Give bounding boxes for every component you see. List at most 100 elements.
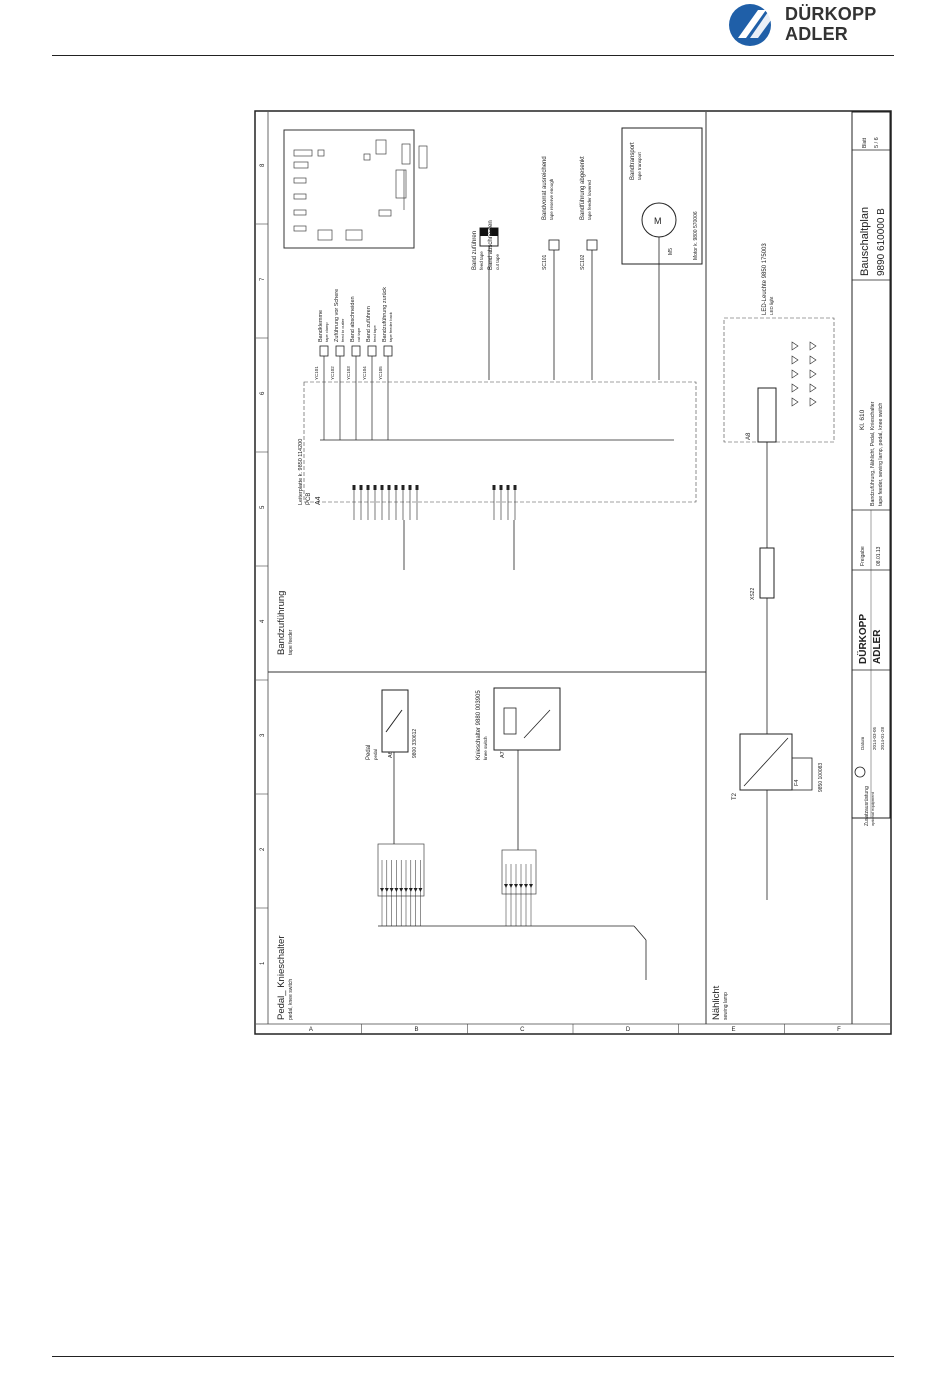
valve-coil-icon [383,345,393,357]
brand-logo-mark-icon [729,4,774,46]
sheet-number: 5 / 6 [874,137,880,148]
motor-id: M5 [668,248,674,255]
sheet-label: Blatt [862,137,868,148]
led-icon [809,355,817,365]
grid-number: 6 [260,391,266,395]
grid-number: 2 [260,847,266,851]
left-section-subtitle: pedal, knee switch [288,979,294,1020]
grid-number: 1 [260,961,266,965]
grid-letter: B [415,1027,419,1033]
valve-coil-icon [335,345,345,357]
valve-label: Band abschneiden [350,296,356,342]
title-brand-line2: ADLER [872,629,883,664]
grid-number: 7 [260,277,266,281]
pcb-board-drawing [283,129,428,249]
title-brand-line1: DÜRKOPP [856,614,869,664]
grid-number: 8 [260,163,266,167]
grid-letter: A [309,1027,313,1033]
motor-label: Bandtransport [630,142,636,180]
knee-label: Knieschalter 9880 003905 [476,690,482,760]
grid-letter: D [626,1027,631,1033]
grid-number: 3 [260,733,266,737]
sensor1-id: SC101 [542,254,548,270]
right-section-title: Bandzuführung [276,591,287,655]
model: Kl. 610 [859,409,866,430]
motor-part: Motor k. 9800 570006 [693,211,699,260]
band-zufuehren-label: Band zuführen [472,231,478,270]
band-abschneiden-sub: cut tape [495,253,500,270]
right-section-subtitle: tape feeder [288,629,294,655]
bottom-section-subtitle: sewing lamp [723,992,729,1020]
motor-block: M Bandtransport tape transport Motor k. … [621,127,703,380]
left-section-title: Pedal_ Knieschalter [276,936,287,1021]
transformer-section: T2 F4 9850 100083 Zusatzausrüstung optio… [732,733,875,900]
led-id: A8 [746,432,752,440]
date2: 2014-01-28 [880,726,885,750]
pedal-knee-section: Pedal pedal A6 9800 330612 Knieschalter … [366,687,647,980]
led-icon [791,397,799,407]
sensors: SC101 SC102 Bandvorrat ausreichend tape … [542,156,598,380]
motor-sub: tape transport [637,151,642,180]
valve-coil-icon [319,345,329,357]
grid-number: 5 [260,505,266,509]
transformer-id: T2 [732,792,738,800]
knee-id: A7 [500,751,506,758]
grid-number: 4 [260,619,266,623]
grid-letter: E [732,1027,736,1033]
drawing-name: Bauschaltplan [859,207,871,276]
band-zufuehren-sub: feed tape [479,251,484,270]
release-date: 08.01.13 [876,546,882,566]
led-icon [791,369,799,379]
pedal-sub: pedal [373,749,378,760]
bottom-section-title: Nählicht [711,985,722,1020]
valve-id: YC102 [330,366,335,380]
valve-id: YC103 [346,366,351,380]
valve-id: YC105 [378,366,383,380]
valve-label: Bandzuführung zurück [382,287,388,342]
band-abschneiden-label: Band abschneiden [488,220,494,270]
transformer-part: 9850 100083 [818,763,824,792]
knee-sub: knee switch [483,736,488,760]
led-icon [809,383,817,393]
valve-label: Band zuführen [366,306,372,342]
led-sub: LED light [769,296,774,315]
bandfuehrung-sub: tape feeder lowered [587,180,592,220]
led-icon [791,383,799,393]
pcb-a4-block: Leiterplatte k. 9850 114200 PCB A4 [298,381,697,570]
pedal-label: Pedal [366,745,372,760]
valve-label: Zuführung vor Schere [334,289,340,342]
drawing-number: 9890 610000 B [876,208,887,276]
footer-rule [52,1356,894,1357]
motor-m-icon: M [654,216,662,226]
connector-xs22: XS22 [750,588,756,600]
sensor2-id: SC102 [580,254,586,270]
led-icon [791,341,799,351]
desc-en: tape feeder, sewing lamp, pedal, knee sw… [878,403,884,506]
valve-sub: cut tape [356,327,361,342]
valve-sub: tape clamp [324,322,329,342]
valve-label: Bandklemme [318,310,324,342]
desc-de: Bandzuführung, Nählicht, Pedal, Kniescha… [870,401,876,506]
brand-name-line2: ADLER [785,24,848,44]
pcb-name: PCB [306,493,312,505]
optional-note-sub: optional equipment [870,791,875,826]
title-block: Blatt 5 / 6 Bauschaltplan 9890 610000 B … [851,111,891,819]
pedal-id: A6 [388,751,394,758]
valve-id: YC104 [362,366,367,380]
valve-coil-icon [351,345,361,357]
bandfuehrung-label: Bandführung abgesenkt [580,156,586,220]
valve-coil-icon [367,345,377,357]
fuse-id: F4 [794,780,800,786]
brand-name-line1: DÜRKOPP [785,4,877,24]
sheet-frame [254,110,892,1035]
pcb-id: A4 [315,496,322,505]
brand-logo: DÜRKOPP ADLER [728,2,900,48]
grid-letter: C [520,1027,525,1033]
led-label: LED-Leuchte 9850 175003 [762,243,768,315]
pedal-part: 9800 330612 [412,729,418,758]
valve-id: YC101 [314,366,319,380]
header-rule [52,55,894,56]
bandvorrat-label: Bandvorrat ausreichend [542,156,548,220]
